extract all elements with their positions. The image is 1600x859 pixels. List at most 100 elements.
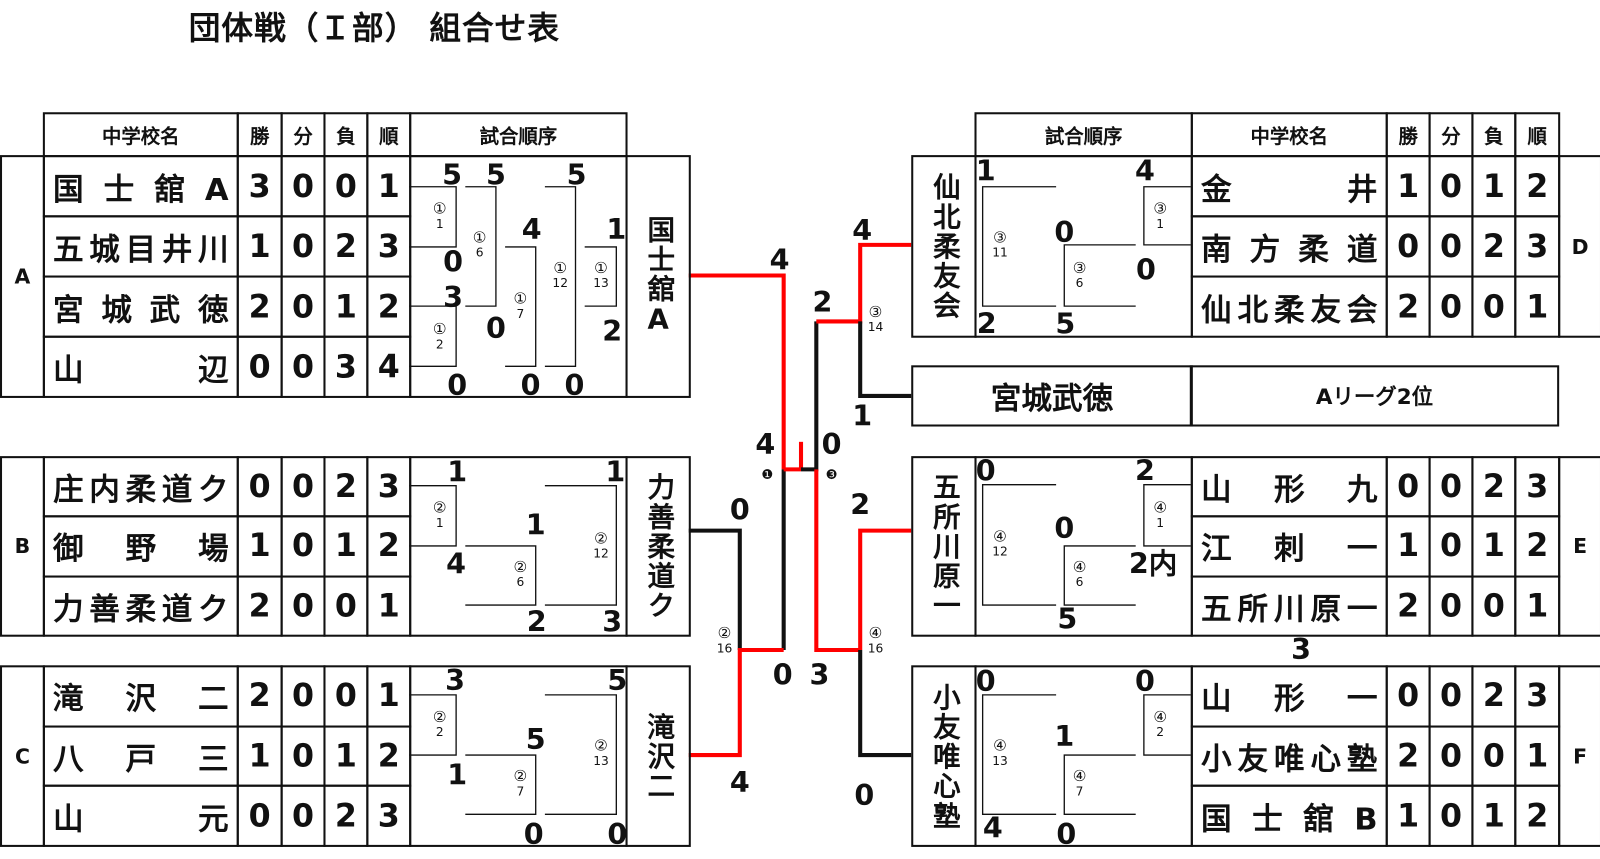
- match-bracket: [409, 186, 457, 248]
- result-l-text: 1: [1482, 167, 1505, 205]
- wildcard-team: 宮城武徳: [911, 365, 1193, 427]
- result-l: 0: [1471, 275, 1517, 338]
- result-w-text: 3: [248, 167, 271, 205]
- group-label-F-text: F: [1573, 743, 1588, 769]
- winner-path: [688, 273, 786, 470]
- school-name-text: 五城目井川: [53, 232, 229, 268]
- score: 0: [520, 368, 541, 403]
- result-w: 1: [236, 725, 283, 788]
- result-r-text: 2: [1526, 527, 1549, 565]
- bracket-line: [688, 528, 742, 650]
- header-rank-right-text: 順: [1527, 124, 1547, 148]
- score: 5: [566, 158, 587, 192]
- result-r: 1: [1514, 575, 1561, 637]
- school-name: 山形一: [1190, 665, 1388, 728]
- winner-path: [816, 242, 912, 324]
- group-winner-F: 小友唯心塾: [911, 665, 977, 848]
- match-bracket: [1143, 186, 1191, 246]
- school-name-text: 南方柔道: [1201, 232, 1378, 268]
- match-bracket: [544, 186, 577, 367]
- group-winner-B: 力善柔道ク: [625, 456, 691, 637]
- school-name-text: 庄内柔道ク: [53, 472, 229, 509]
- match-index: 6: [1075, 276, 1084, 291]
- group-label-F: F: [1558, 665, 1600, 848]
- score: 0: [1056, 817, 1077, 852]
- match-index: 1: [1156, 217, 1165, 232]
- result-w: 2: [1385, 725, 1431, 788]
- score: 4: [729, 765, 750, 799]
- school-name-text: 滝沢二: [53, 681, 229, 718]
- match-index: 13: [992, 753, 1008, 769]
- result-l: 1: [323, 515, 369, 578]
- match-round: ③: [993, 228, 1007, 247]
- header-loss-left: 負: [323, 112, 369, 158]
- result-d: 0: [1428, 275, 1474, 338]
- result-w-text: 2: [248, 288, 271, 325]
- match-bracket: [465, 186, 497, 307]
- score: 2: [1134, 454, 1155, 488]
- score: 3: [445, 663, 466, 697]
- match-index: 13: [593, 753, 609, 769]
- result-d: 0: [280, 215, 326, 278]
- result-d: 0: [280, 515, 326, 578]
- school-name-text: 力善柔道ク: [53, 591, 229, 628]
- result-w-text: 0: [1397, 228, 1420, 265]
- winner-mark: ❸: [825, 467, 838, 484]
- result-d-text: 0: [1439, 228, 1463, 265]
- result-r: 2: [366, 275, 412, 338]
- score: 0: [447, 368, 468, 403]
- score: 0: [729, 492, 750, 527]
- result-l: 1: [1471, 515, 1517, 578]
- score: 3: [809, 658, 830, 692]
- result-r: 1: [1514, 275, 1561, 338]
- match-bracket: [465, 545, 537, 606]
- score: 0: [523, 817, 544, 852]
- group-label-A-text: A: [14, 264, 31, 289]
- result-r: 1: [366, 665, 412, 728]
- match-round: ①: [472, 228, 487, 247]
- result-l-text: 2: [1482, 228, 1505, 265]
- result-l-text: 1: [1482, 527, 1505, 565]
- school-name: 仙北柔友会: [1190, 275, 1388, 338]
- score: 1: [525, 508, 546, 542]
- header-loss-left-text: 負: [336, 124, 356, 148]
- header-school-left-text: 中学校名: [102, 124, 180, 148]
- group-label-A: A: [0, 155, 45, 398]
- result-r-text: 2: [377, 288, 400, 325]
- school-name-text: 国士舘B: [1201, 801, 1378, 838]
- match-bracket: [544, 485, 617, 606]
- match-round: ③: [1072, 258, 1087, 278]
- match-bracket: [981, 484, 1057, 606]
- result-d: 0: [280, 665, 326, 728]
- school-name-text: 山形一: [1201, 681, 1378, 718]
- result-w-text: 0: [248, 797, 271, 835]
- match-bracket: [544, 694, 617, 815]
- match-index: 1: [435, 217, 444, 232]
- result-l-text: 1: [334, 737, 357, 775]
- header-loss-right-text: 負: [1484, 124, 1504, 148]
- match-bracket: [505, 246, 537, 367]
- header-loss-right: 負: [1471, 112, 1517, 158]
- result-l-text: 2: [1482, 468, 1505, 506]
- result-l-text: 2: [334, 797, 357, 835]
- result-r: 2: [366, 515, 412, 578]
- match-round: ④: [1153, 498, 1168, 517]
- result-w-text: 2: [248, 677, 271, 715]
- school-name: 山辺: [42, 335, 239, 398]
- match-bracket: [1063, 754, 1136, 815]
- score: 1: [975, 154, 996, 188]
- score: 2: [976, 307, 997, 341]
- result-w: 2: [1385, 275, 1431, 338]
- match-index: 13: [593, 276, 609, 291]
- score: 0: [821, 427, 842, 462]
- result-l-text: 0: [334, 587, 357, 625]
- match-round: ④: [1072, 557, 1087, 576]
